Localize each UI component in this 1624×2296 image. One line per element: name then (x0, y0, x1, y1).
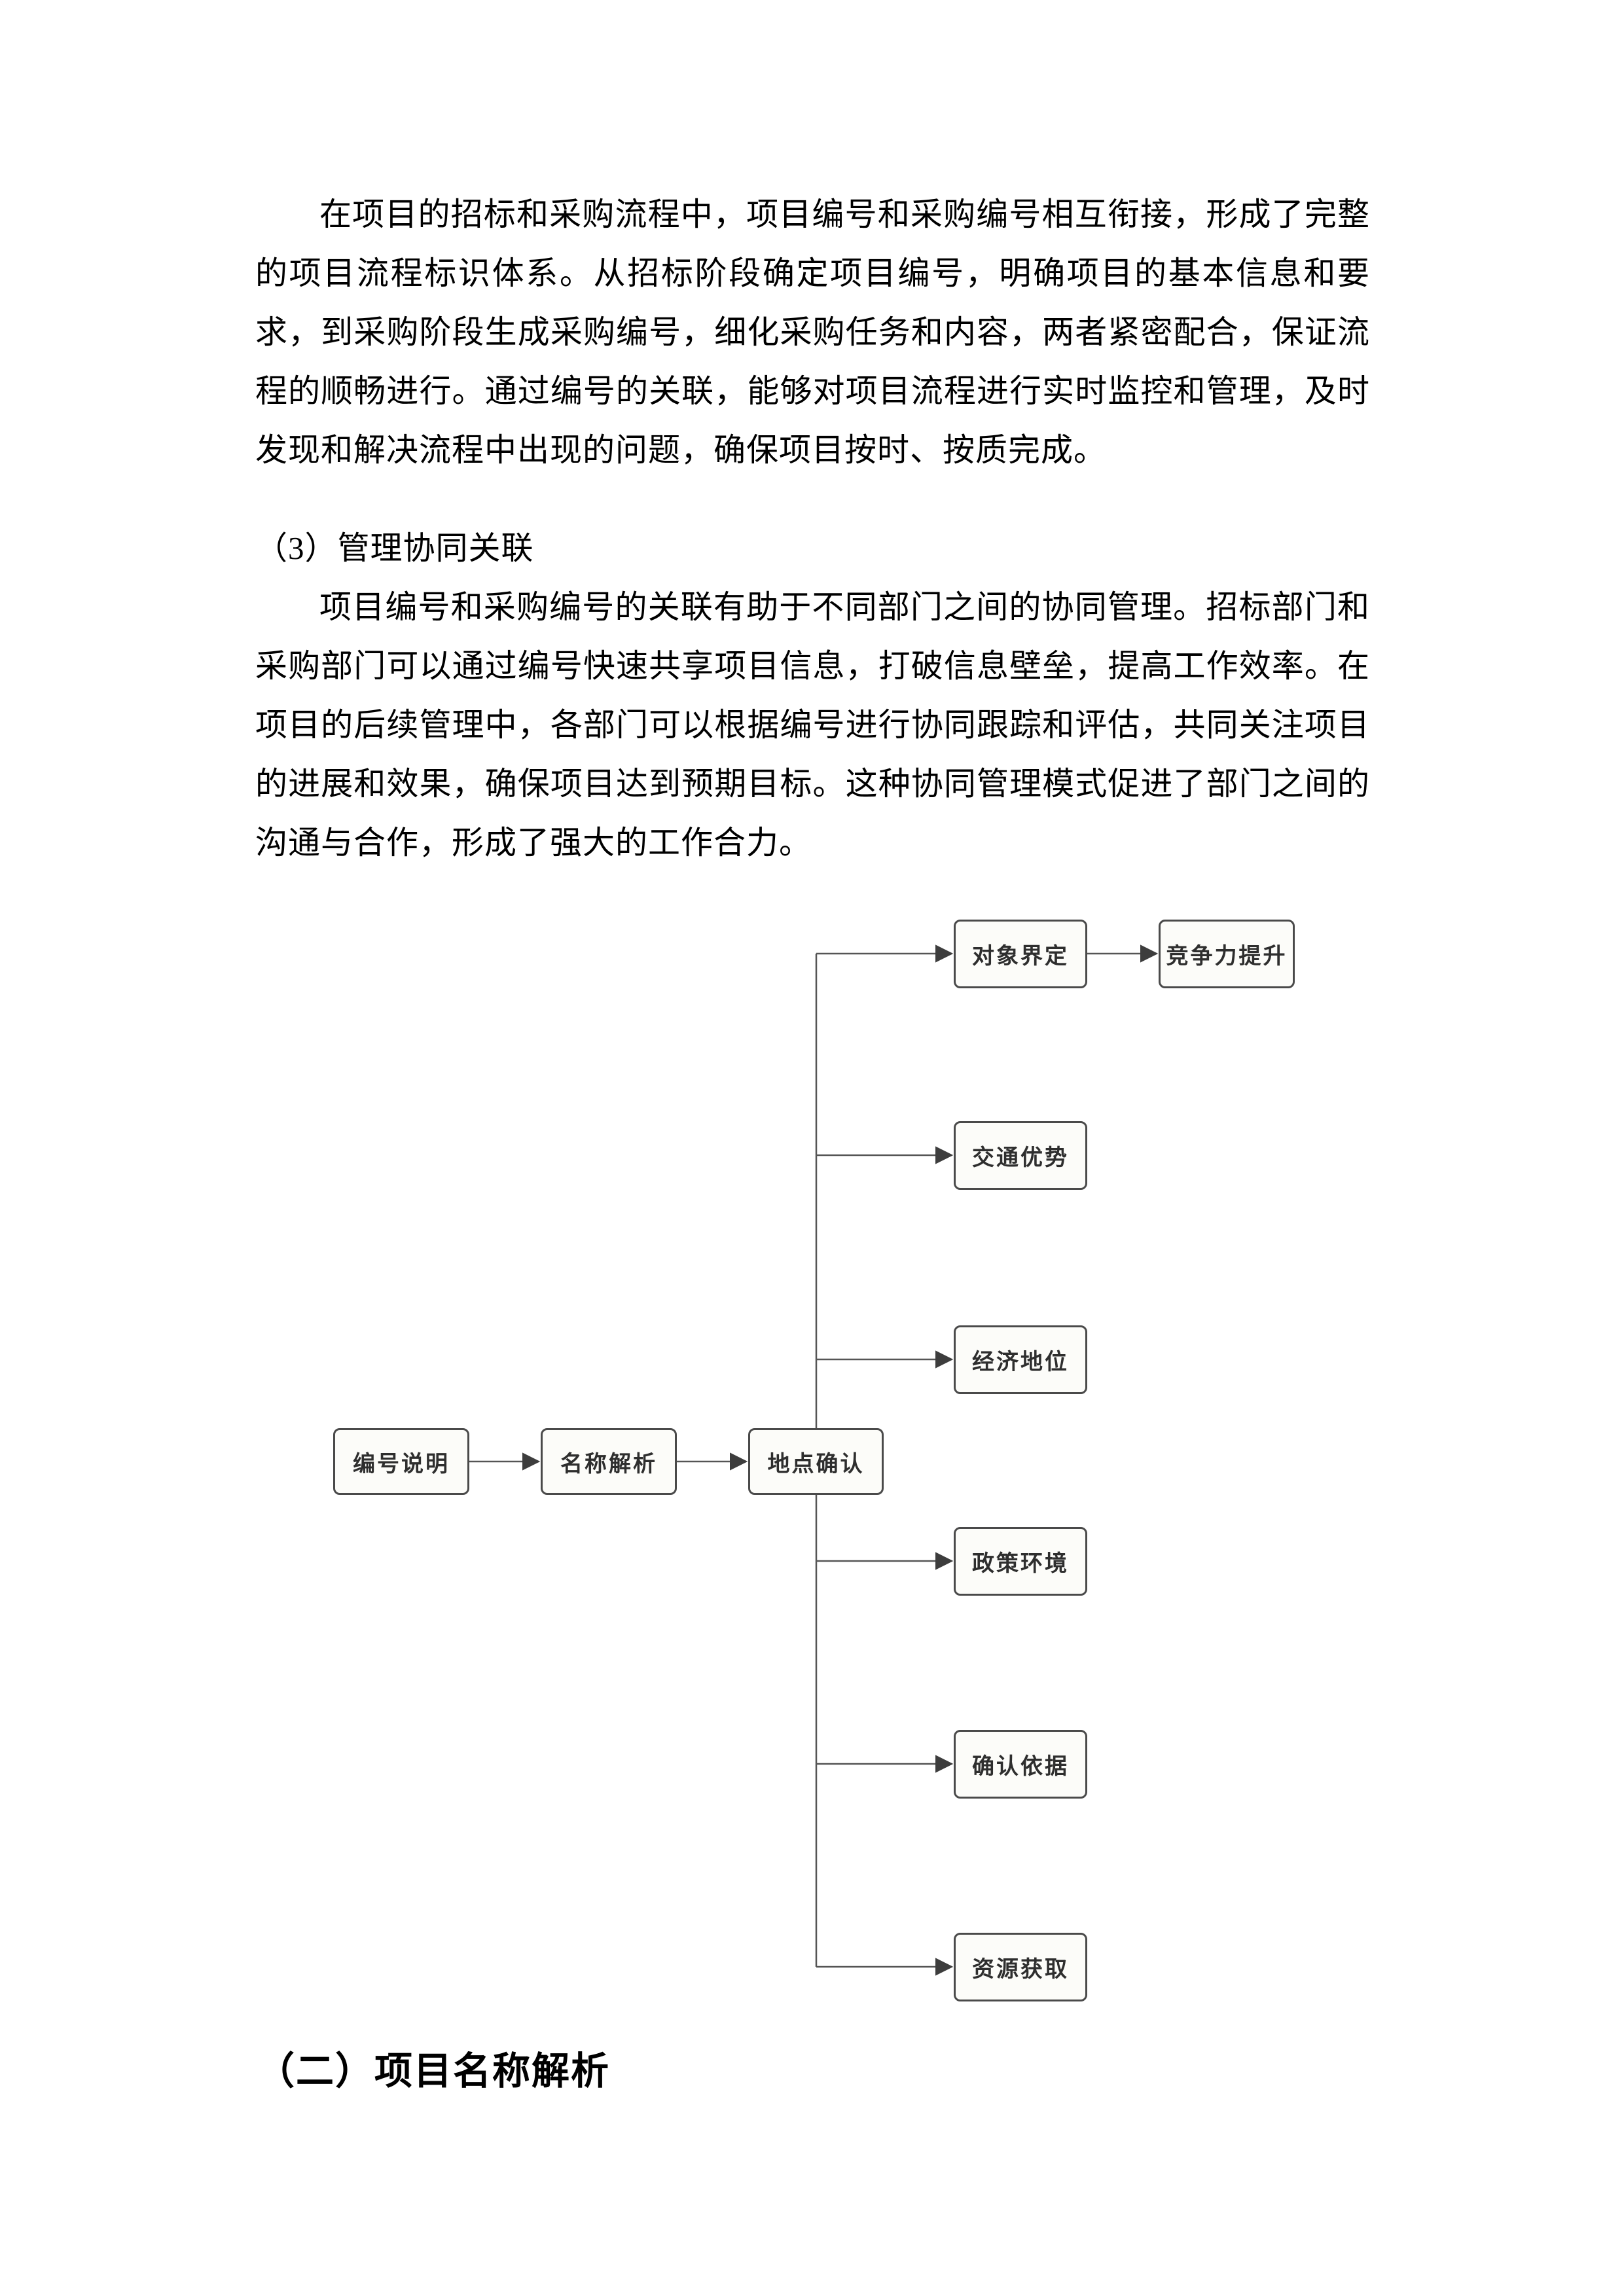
flowchart-node-confirm-basis: 确认依据 (954, 1730, 1087, 1799)
heading-project-name-analysis: （二）项目名称解析 (257, 2050, 611, 2092)
paragraph-numbering-linkage: 在项目的招标和采购流程中，项目编号和采购编号相互衔接，形成了完整的项目流程标识体… (255, 196, 1370, 468)
heading-management-coordination: （3）管理协同关联 (255, 530, 534, 566)
flowchart-node-location-confirm: 地点确认 (748, 1428, 884, 1495)
flowchart-node-resource: 资源获取 (954, 1933, 1087, 2001)
flowchart-node-transport: 交通优势 (954, 1121, 1087, 1190)
body-text-block: 在项目的招标和采购流程中，项目编号和采购编号相互衔接，形成了完整的项目流程标识体… (255, 185, 1370, 872)
paragraph-coordination-management: 项目编号和采购编号的关联有助于不同部门之间的协同管理。招标部门和采购部门可以通过… (255, 589, 1370, 861)
flowchart-node-policy: 政策环境 (954, 1527, 1087, 1596)
flowchart-node-competitiveness: 竞争力提升 (1159, 920, 1295, 988)
flowchart-node-numbering: 编号说明 (333, 1428, 469, 1495)
flowchart-node-name-analysis: 名称解析 (541, 1428, 677, 1495)
flowchart-node-economy: 经济地位 (954, 1325, 1087, 1394)
flowchart-node-object-define: 对象界定 (954, 920, 1087, 988)
